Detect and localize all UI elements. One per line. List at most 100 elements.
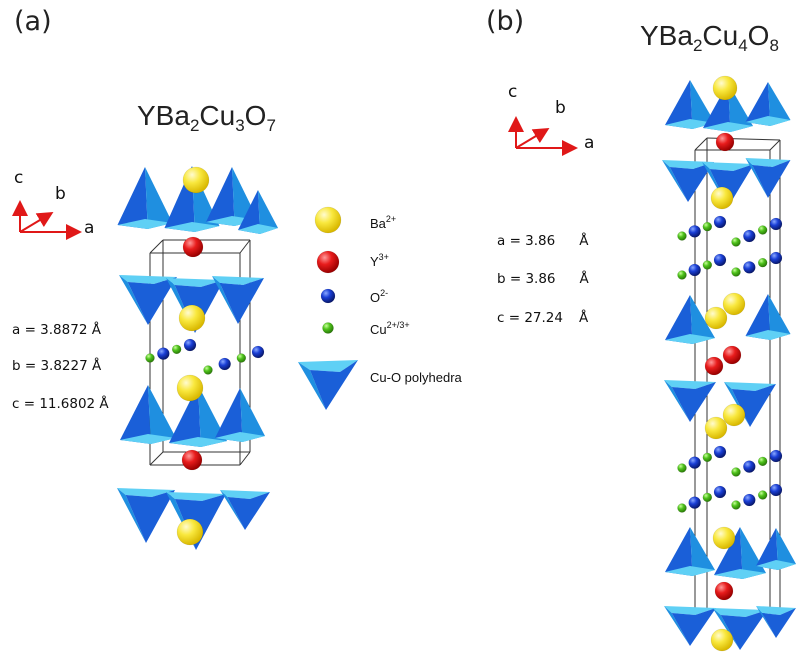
param-a-a: a = 3.8872 Å <box>12 322 101 338</box>
cell-edge <box>149 239 164 254</box>
cu-o-chain-atom <box>236 353 247 363</box>
polyhedron <box>119 275 177 325</box>
cu-o-chain-atom <box>145 353 155 363</box>
y-atom <box>181 449 203 471</box>
polyhedron <box>215 388 265 442</box>
legend-ba-icon <box>314 206 342 234</box>
cu-o-chain-atom <box>677 503 687 513</box>
axis-a-label-a: a <box>84 218 95 238</box>
cu-o-chain-atom <box>713 253 727 267</box>
ba-atom <box>182 166 210 194</box>
axis-c-label-a: c <box>14 168 24 188</box>
polyhedron <box>220 490 270 530</box>
cu-o-chain-atom <box>713 485 727 499</box>
y-atom <box>722 345 742 365</box>
cu-o-chain-atom <box>688 456 701 469</box>
cu-o-chain-atom <box>731 500 741 510</box>
cu-o-chain-atom <box>688 263 701 277</box>
cu-o-chain-atom <box>702 221 713 232</box>
cu-o-chain-atom <box>713 445 727 459</box>
cu-o-chain-atom <box>757 490 768 500</box>
polyhedron <box>665 295 715 344</box>
y-atom <box>182 236 204 258</box>
cu-o-chain-atom <box>769 449 783 463</box>
param-c-a: c = 11.6802 Å <box>12 396 109 412</box>
cu-o-chain-atom <box>183 338 197 352</box>
polyhedron <box>664 606 716 646</box>
cu-o-chain-atom <box>157 347 170 360</box>
cu-o-chain-atom <box>688 496 701 509</box>
polyhedron <box>238 190 278 234</box>
axis-b-label-b: b <box>555 98 566 118</box>
axis-c-label-b: c <box>508 82 518 102</box>
cu-o-chain-atom <box>757 225 768 235</box>
cu-o-chain-atom <box>743 460 756 473</box>
panel-b-label: (b) <box>486 6 525 37</box>
cu-o-chain-atom <box>731 467 741 477</box>
cu-o-chain-atom <box>251 345 265 359</box>
polyhedron <box>662 160 714 202</box>
cu-o-chain-atom <box>688 225 701 238</box>
cu-o-chain-atom <box>769 483 783 497</box>
cu-o-chain-atom <box>731 267 741 277</box>
axes-arrows-a <box>12 200 82 240</box>
legend-y-icon <box>316 250 340 274</box>
cu-o-chain-atom <box>757 456 768 467</box>
legend-o-icon <box>320 288 336 304</box>
cu-o-chain-atom <box>677 270 687 280</box>
polyhedron <box>756 528 796 570</box>
cu-o-chain-atom <box>702 492 713 503</box>
polyhedron <box>712 608 768 650</box>
formula-b: YBa2Cu4O8 <box>640 20 779 55</box>
cu-o-chain-atom <box>713 215 727 229</box>
cu-o-chain-atom <box>218 357 231 371</box>
axis-b-label-a: b <box>55 184 66 204</box>
legend-polyhedra-label: Cu-O polyhedra <box>370 370 462 385</box>
ba-atom <box>176 518 204 546</box>
param-b-a: b = 3.8227 Å <box>12 358 102 374</box>
y-atom <box>715 132 735 152</box>
legend-o-label: O2- <box>370 288 389 306</box>
cell-edge <box>694 137 708 151</box>
cu-o-chain-atom <box>743 493 756 507</box>
polyhedron <box>745 294 791 340</box>
ba-atom <box>712 75 738 101</box>
ba-atom <box>722 292 746 316</box>
cu-o-chain-atom <box>769 251 783 265</box>
polyhedron <box>120 385 176 444</box>
y-atom <box>714 581 734 601</box>
cu-o-chain-atom <box>743 261 756 274</box>
ba-atom <box>176 374 204 402</box>
cell-edge <box>239 239 251 254</box>
polyhedron <box>664 380 716 422</box>
axis-a-label-b: a <box>584 133 595 153</box>
polyhedron <box>756 606 796 638</box>
ba-atom <box>722 403 746 427</box>
cu-o-chain-atom <box>731 237 741 247</box>
legend-y-label: Y3+ <box>370 252 389 270</box>
ba-atom <box>704 416 728 440</box>
polyhedron <box>117 488 175 543</box>
polyhedron <box>745 82 791 126</box>
polyhedron <box>665 80 715 129</box>
cell-edge <box>149 451 164 466</box>
legend-polyhedron-icon <box>298 360 358 410</box>
polyhedron <box>117 167 173 229</box>
legend-cu-label: Cu2+/3+ <box>370 320 410 338</box>
polyhedron <box>745 158 791 198</box>
ba-atom <box>710 186 734 210</box>
axes-arrows-b <box>508 116 578 156</box>
cu-o-chain-atom <box>203 365 213 375</box>
cu-o-chain-atom <box>171 344 182 355</box>
polyhedron <box>212 276 264 324</box>
cu-o-chain-atom <box>769 217 783 231</box>
cu-o-chain-atom <box>743 229 756 243</box>
formula-a: YBa2Cu3O7 <box>137 100 276 135</box>
cu-o-chain-atom <box>702 260 713 270</box>
ba-atom <box>712 526 736 550</box>
cu-o-chain-atom <box>757 257 768 268</box>
cu-o-chain-atom <box>702 452 713 463</box>
y-atom <box>704 356 724 376</box>
